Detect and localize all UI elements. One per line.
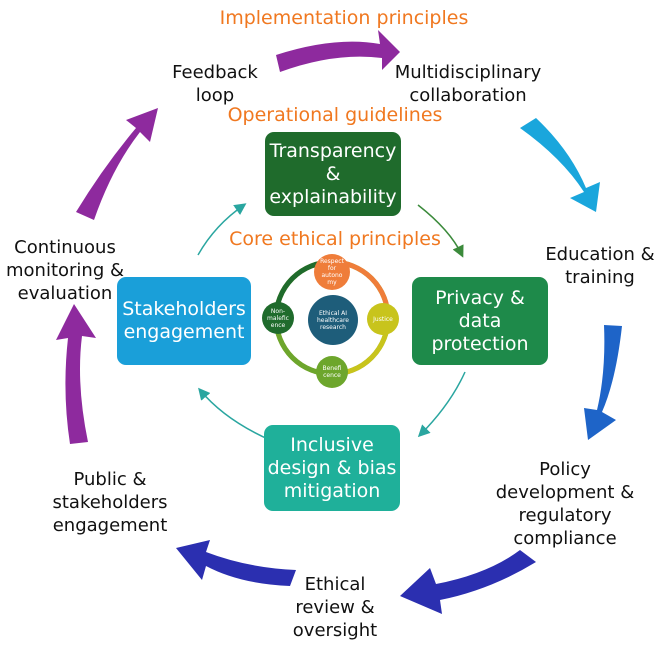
arrow-upper-right [520, 118, 600, 212]
core-ethical-principles-title: Core ethical principles [229, 228, 441, 250]
arrow-right [584, 325, 622, 440]
guideline-line: design & bias [267, 456, 397, 479]
step-line: Multidisciplinary [394, 62, 542, 83]
core-line: research [320, 323, 346, 331]
step-line: evaluation [17, 283, 113, 304]
step-line: oversight [292, 620, 378, 641]
arrow-lower-right [400, 550, 536, 614]
step-line: Feedback [172, 62, 258, 83]
step-line: engagement [52, 515, 168, 536]
inner-arrow-3 [198, 387, 271, 441]
step-multidisciplinary-collaboration: Multidisciplinary collaboration [388, 61, 548, 107]
arrow-top [276, 30, 400, 72]
core-line: my [327, 279, 337, 286]
guideline-inclusive-design-box: Inclusive design & bias mitigation [264, 425, 400, 511]
operational-guidelines-title: Operational guidelines [227, 104, 443, 126]
core-line: healthcare [317, 316, 349, 324]
core-line: Justice [373, 315, 393, 323]
step-education-training: Education & training [540, 243, 660, 289]
step-line: review & [295, 597, 375, 618]
inner-arrow-4 [197, 203, 247, 256]
arrow-bottom-left [176, 540, 296, 586]
step-line: regulatory [518, 505, 612, 526]
core-center-ethical-ai: Ethical AI healthcare research [308, 295, 358, 345]
guideline-line: data [458, 309, 502, 332]
step-line: Public & [73, 469, 147, 490]
core-non-maleficence: Non- malefic ence [262, 302, 294, 334]
core-line: Respect [320, 258, 344, 265]
core-respect-for-autonomy: Respect for autono my [314, 254, 350, 290]
step-continuous-monitoring: Continuous monitoring & evaluation [0, 236, 130, 305]
implementation-principles-title: Implementation principles [219, 7, 469, 29]
guideline-line: engagement [123, 321, 245, 343]
step-line: Ethical [304, 574, 366, 595]
guideline-transparency-box: Transparency & explainability [265, 132, 401, 216]
guideline-line: Privacy & [435, 286, 525, 309]
core-line: Ethical AI [318, 309, 348, 317]
inner-arrow-1 [417, 204, 464, 258]
step-feedback-loop: Feedback loop [160, 61, 270, 107]
core-line: Benefi [322, 365, 342, 372]
step-line: monitoring & [5, 260, 125, 281]
guideline-line: protection [431, 332, 529, 355]
step-line: stakeholders [52, 492, 168, 513]
guideline-line: Stakeholders [122, 298, 246, 320]
guideline-line: Inclusive [290, 433, 374, 456]
step-line: Education & [545, 244, 655, 265]
core-line: ence [270, 321, 286, 329]
core-line: Non- [270, 307, 286, 315]
inner-arrow-2 [417, 371, 466, 438]
guideline-line: & [325, 162, 341, 185]
core-line: cence [323, 372, 341, 379]
step-ethical-review: Ethical review & oversight [275, 573, 395, 642]
step-line: collaboration [409, 85, 527, 106]
step-line: loop [195, 85, 235, 106]
step-line: Policy [539, 459, 591, 480]
guideline-privacy-box: Privacy & data protection [412, 277, 548, 365]
step-public-stakeholders-engagement: Public & stakeholders engagement [40, 468, 180, 537]
step-line: development & [495, 482, 635, 503]
step-policy-development: Policy development & regulatory complian… [490, 458, 640, 550]
step-line: training [565, 267, 635, 288]
core-line: for [327, 265, 337, 272]
arrow-left [56, 304, 96, 444]
arrow-upper-left [76, 108, 158, 220]
step-line: compliance [513, 528, 617, 549]
core-line: malefic [267, 314, 289, 322]
guideline-stakeholders-box: Stakeholders engagement [117, 277, 251, 365]
step-line: Continuous [14, 237, 116, 258]
core-justice: Justice [367, 303, 399, 335]
core-line: autono [321, 272, 343, 279]
guideline-line: Transparency [269, 139, 397, 162]
core-beneficence: Benefi cence [316, 356, 348, 388]
guideline-line: mitigation [283, 479, 381, 502]
guideline-line: explainability [269, 185, 397, 208]
